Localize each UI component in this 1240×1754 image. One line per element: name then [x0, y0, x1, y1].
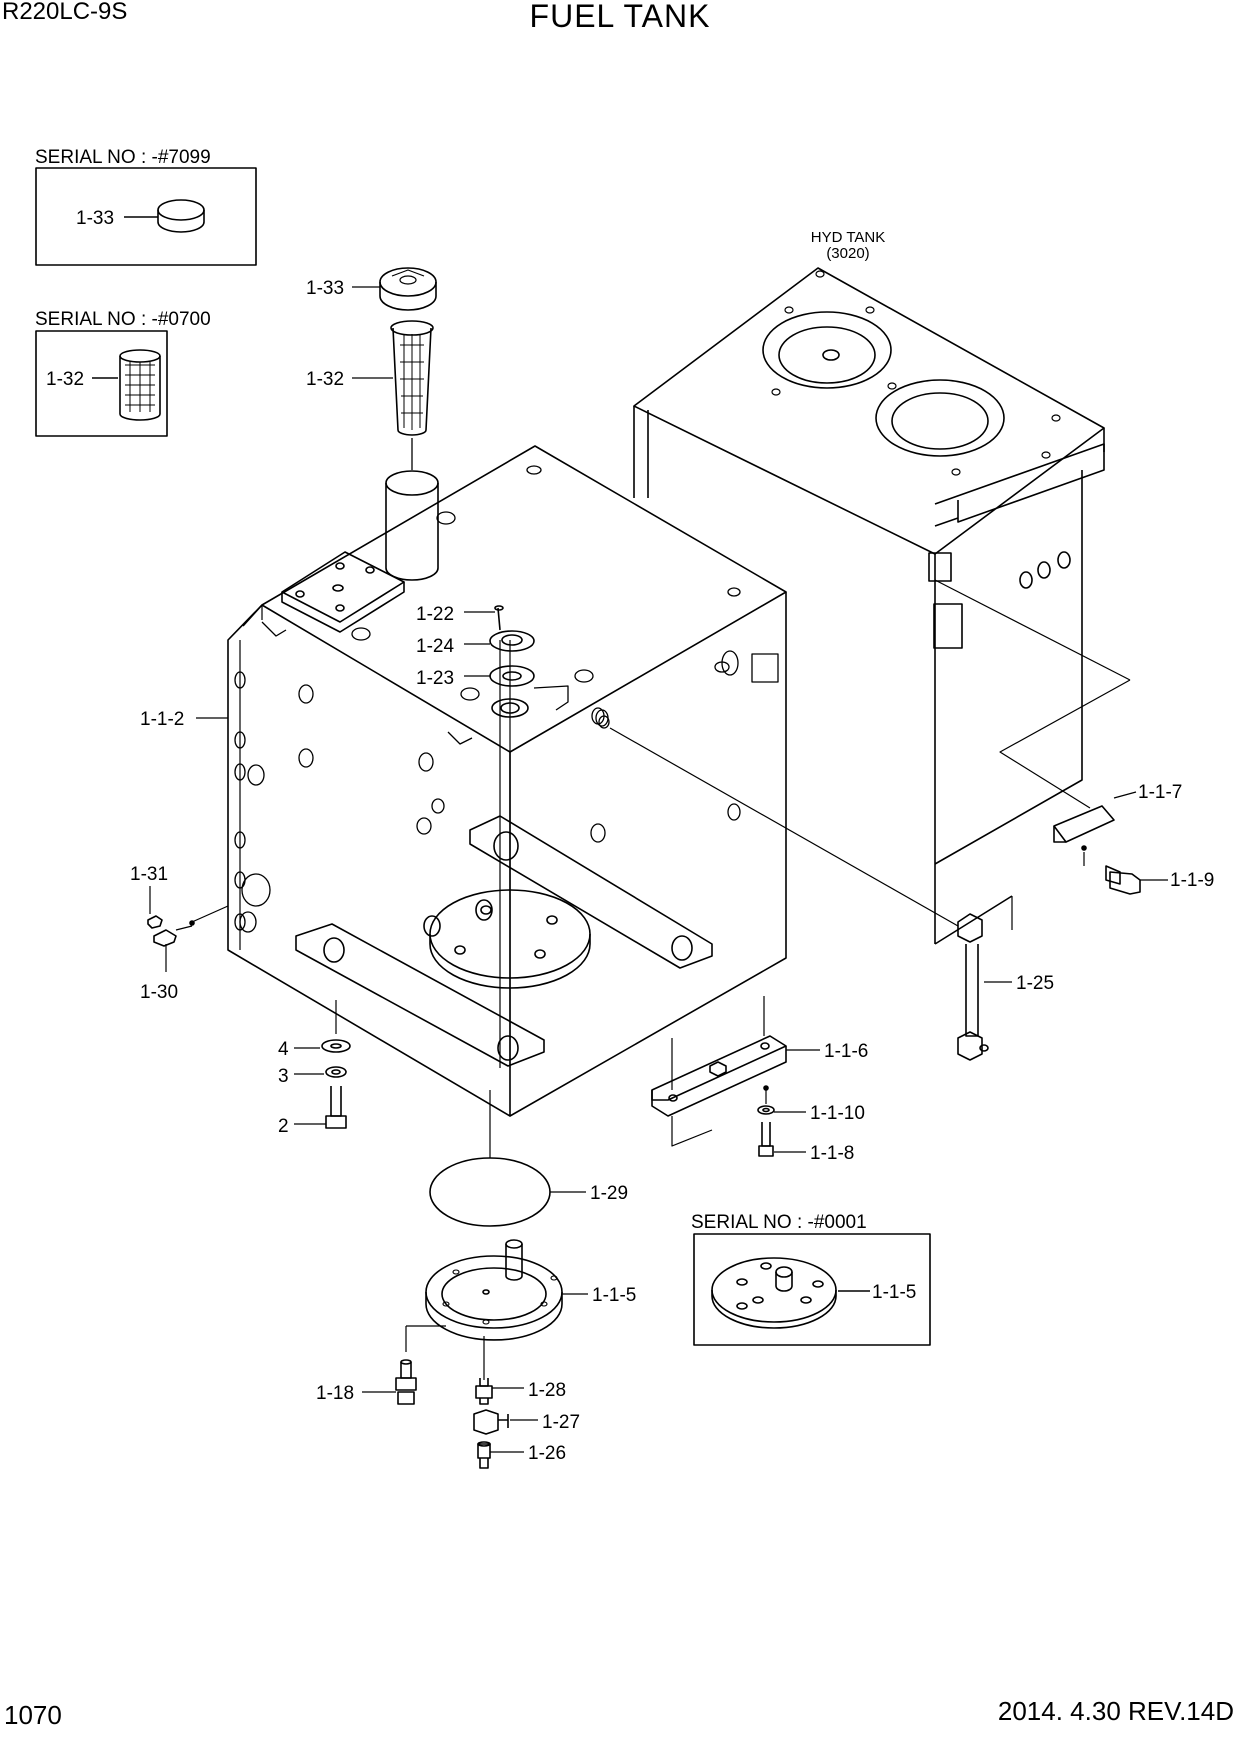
- breather-fittings: [147, 915, 193, 947]
- page-number: 1070: [4, 1700, 62, 1730]
- callout-1-1-5-alt: 1-1-5: [872, 1282, 916, 1303]
- callout-1-30: 1-30: [140, 982, 178, 1003]
- drain-fittings: [395, 1359, 509, 1469]
- hyd-port-1: [762, 311, 892, 389]
- callout-1-24: 1-24: [416, 636, 454, 657]
- hyd-tank-label: HYD TANK: [811, 229, 885, 246]
- level-gauge-rod: [609, 727, 989, 1061]
- callout-1-1-9: 1-1-9: [1170, 870, 1214, 891]
- bottom-skid-left: [295, 923, 545, 1067]
- callout-1-23: 1-23: [416, 668, 454, 689]
- strainer-alt-part: [119, 349, 161, 421]
- callout-3: 3: [278, 1066, 289, 1087]
- callout-1-1-8: 1-1-8: [810, 1143, 854, 1164]
- callout-1-32-alt: 1-32: [46, 369, 84, 390]
- serial-label-0700: SERIAL NO : -#0700: [35, 309, 211, 330]
- bottom-skid-right: [469, 815, 713, 969]
- callout-1-1-6: 1-1-6: [824, 1041, 868, 1062]
- callout-1-1-10: 1-1-10: [810, 1103, 865, 1124]
- callout-1-1-5: 1-1-5: [592, 1285, 636, 1306]
- callout-1-25: 1-25: [1016, 973, 1054, 994]
- callout-1-32: 1-32: [306, 369, 344, 390]
- page-title: FUEL TANK: [529, 0, 711, 34]
- callout-1-18: 1-18: [316, 1383, 354, 1404]
- callout-labels: 1-33 1-32 1-22 1-24 1-23 1-1-2 1-31 1-30…: [130, 278, 1214, 1464]
- filler-neck: [385, 470, 439, 581]
- hyd-port-2: [875, 379, 1005, 457]
- callout-1-31: 1-31: [130, 864, 168, 885]
- access-plate: [281, 551, 405, 633]
- leader-lines: [149, 286, 1168, 1453]
- callout-1-33-alt: 1-33: [76, 208, 114, 229]
- callout-2: 2: [278, 1116, 289, 1137]
- fuel-cap: [379, 267, 437, 311]
- hyd-bracket: [1053, 805, 1141, 895]
- revision-date: 2014. 4.30 REV.14D: [997, 1696, 1234, 1726]
- callout-1-1-7: 1-1-7: [1138, 782, 1182, 803]
- hydraulic-tank: HYD TANK (3020): [633, 229, 1131, 945]
- cover-alt-part: [711, 1257, 837, 1329]
- callout-1-27: 1-27: [542, 1412, 580, 1433]
- callout-1-26: 1-26: [528, 1443, 566, 1464]
- callout-1-22: 1-22: [416, 604, 454, 625]
- fuel-tank-body: [227, 445, 787, 1117]
- callout-1-33: 1-33: [306, 278, 344, 299]
- inner-drain-cover: [423, 889, 591, 989]
- hyd-side-fittings: [928, 551, 1071, 649]
- fuel-strainer: [390, 320, 434, 436]
- model-number: R220LC-9S: [2, 0, 128, 25]
- callout-1-1-2: 1-1-2: [140, 709, 184, 730]
- o-ring: [429, 1090, 551, 1227]
- callout-1-29: 1-29: [590, 1183, 628, 1204]
- drain-cover: [405, 1239, 563, 1380]
- cap-alt-part: [157, 199, 205, 233]
- callout-4: 4: [278, 1039, 289, 1060]
- bottom-bracket: [651, 996, 787, 1157]
- serial-box-0001: SERIAL NO : -#0001 1-1-5: [691, 1212, 931, 1346]
- gauge-parts: [489, 605, 535, 687]
- hyd-tank-ref: (3020): [826, 245, 869, 262]
- serial-box-0700: SERIAL NO : -#0700 1-32: [35, 309, 211, 437]
- serial-box-7099: SERIAL NO : -#7099 1-33: [35, 147, 257, 266]
- serial-label-7099: SERIAL NO : -#7099: [35, 147, 211, 168]
- serial-label-0001: SERIAL NO : -#0001: [691, 1212, 867, 1233]
- callout-1-28: 1-28: [528, 1380, 566, 1401]
